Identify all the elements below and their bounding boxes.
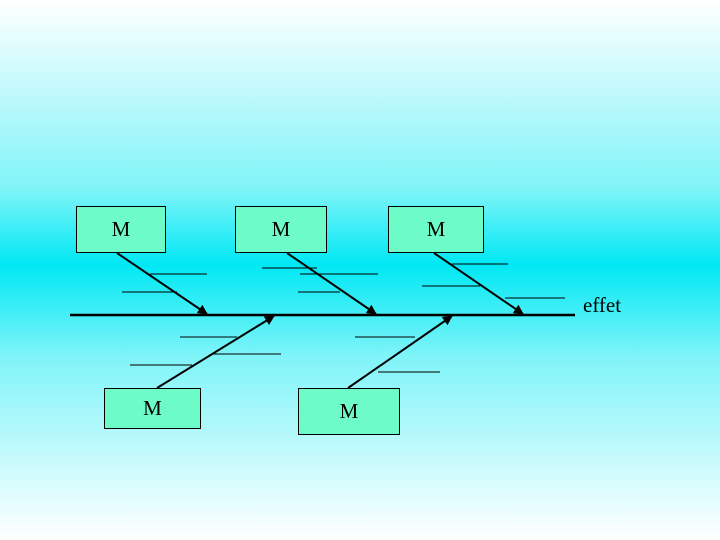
category-box-bottom-2: M [298,388,400,435]
category-label: M [426,217,446,241]
category-box-top-1: M [76,206,166,253]
category-box-top-3: M [388,206,484,253]
category-box-top-2: M [235,206,327,253]
category-box-bottom-1: M [104,388,201,429]
category-label: M [271,217,291,241]
category-label: M [111,217,131,241]
top-bone-3 [433,252,524,315]
category-label: M [143,396,162,420]
top-bone-2 [286,252,377,315]
cause-lines-bottom [130,336,440,373]
top-bone-1 [116,252,208,315]
category-label: M [339,399,359,423]
effect-label: effet [583,293,622,317]
bottom-bone-1 [156,315,275,389]
bottom-bone-2 [347,315,453,389]
cause-lines-top [122,263,565,299]
